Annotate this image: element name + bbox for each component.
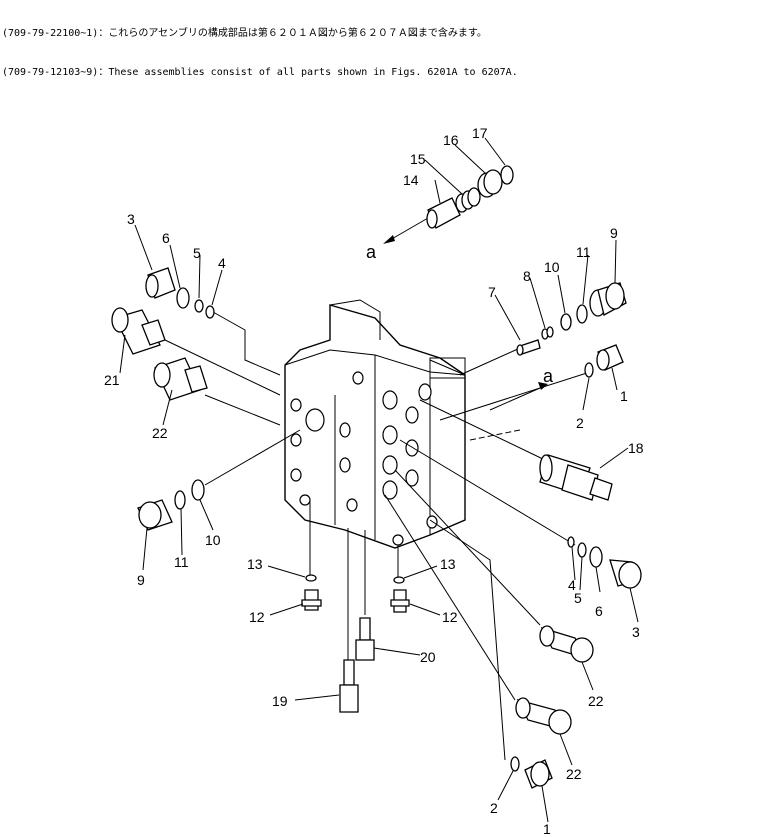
- part-18-valve: [539, 454, 613, 501]
- part-1-plug-upper: [596, 344, 624, 371]
- callout-3-upper: 3: [127, 211, 135, 227]
- part-9-plug-upper: [589, 282, 627, 317]
- callout-22-left: 22: [152, 425, 168, 441]
- part-3-plug-lower: [609, 559, 642, 589]
- callout-11-upper: 11: [576, 244, 591, 260]
- callout-19: 19: [272, 693, 288, 709]
- callout-9-lower: 9: [137, 572, 145, 588]
- part-20-sensor: [355, 617, 375, 661]
- part-4-o-ring-upper: [205, 305, 215, 319]
- arrow-a-label-1: a: [366, 242, 377, 262]
- part-11-ring-lower: [174, 490, 186, 510]
- callout-4-lower: 4: [568, 577, 576, 593]
- callout-22-right-upper: 22: [588, 693, 604, 709]
- part-14-spool: [426, 197, 461, 229]
- callout-5-lower: 5: [574, 590, 582, 606]
- callout-6-lower: 6: [595, 603, 603, 619]
- arrow-a-label-2: a: [543, 366, 554, 386]
- part-17-o-ring: [500, 165, 514, 185]
- part-8-spring-small: [541, 326, 554, 340]
- callout-4-upper: 4: [218, 255, 226, 271]
- part-1-plug-lower: [524, 759, 553, 789]
- part-22-cartridge-right-upper: [539, 625, 594, 663]
- callout-21: 21: [104, 372, 120, 388]
- part-2-o-ring-upper: [584, 362, 594, 378]
- header-line-en: (709-79-12103~9)：These assemblies consis…: [2, 67, 518, 78]
- callout-14: 14: [403, 172, 419, 188]
- arrow-a-upper: a: [366, 217, 429, 262]
- callout-2-lower: 2: [490, 800, 498, 816]
- leader-lines: [164, 311, 591, 761]
- part-21-cartridge: [111, 307, 166, 355]
- part-12-nipple-right: [390, 589, 410, 613]
- callout-2-upper: 2: [576, 415, 584, 431]
- callout-10-lower: 10: [205, 532, 221, 548]
- part-15-spring: [455, 187, 481, 213]
- arrow-a-right: a: [489, 366, 554, 411]
- callout-18: 18: [628, 440, 644, 456]
- callout-13-left: 13: [247, 556, 263, 572]
- part-10-o-ring-upper: [560, 313, 572, 331]
- callout-10-upper: 10: [544, 259, 560, 275]
- valve-body: [284, 299, 466, 549]
- callout-17: 17: [472, 125, 488, 141]
- callout-leaders: [119, 137, 639, 823]
- part-22-cartridge-left: [153, 357, 208, 401]
- part-2-o-ring-lower: [510, 756, 520, 772]
- callout-1-upper: 1: [620, 388, 628, 404]
- callout-11-lower: 11: [174, 554, 189, 570]
- callout-16: 16: [443, 132, 459, 148]
- callout-9-upper: 9: [610, 225, 618, 241]
- part-9-plug-lower: [137, 499, 173, 531]
- callout-15: 15: [410, 151, 426, 167]
- part-4-o-ring-lower: [567, 536, 575, 548]
- part-6-o-ring-upper: [176, 287, 190, 309]
- callout-8: 8: [523, 268, 531, 284]
- part-7-pin: [516, 339, 541, 356]
- callout-20: 20: [420, 649, 436, 665]
- callout-13-right: 13: [440, 556, 456, 572]
- part-3-plug-upper: [145, 267, 176, 299]
- part-6-o-ring-lower: [589, 546, 603, 568]
- part-5-ring-lower: [577, 542, 587, 558]
- part-13-o-ring-left: [305, 574, 317, 582]
- part-13-o-ring-right: [393, 576, 405, 584]
- part-16-plug: [477, 169, 503, 198]
- part-5-ring-upper: [194, 299, 204, 313]
- callout-22-right-lower: 22: [566, 766, 582, 782]
- part-11-ring-upper: [576, 304, 588, 324]
- part-10-o-ring-lower: [191, 479, 205, 501]
- part-22-cartridge-right-lower: [515, 697, 572, 735]
- callout-12-right: 12: [442, 609, 458, 625]
- header-line-jp: (709-79-22100~1)：これらのアセンブリの構成部品は第６２０１Ａ図か…: [2, 28, 487, 39]
- callout-5-upper: 5: [193, 245, 201, 261]
- part-12-nipple-left: [301, 589, 322, 611]
- callout-3-lower: 3: [632, 624, 640, 640]
- part-19-sensor: [339, 659, 359, 713]
- header: (709-79-22100~1)：これらのアセンブリの構成部品は第６２０１Ａ図か…: [2, 1, 518, 92]
- callout-6-upper: 6: [162, 230, 170, 246]
- callout-7: 7: [488, 284, 496, 300]
- callout-1-lower: 1: [543, 821, 551, 837]
- callout-labels: 3 6 5 4 14 15 16 17 7 8 10 11 9 1 2 18 2…: [104, 125, 644, 837]
- callout-12-left: 12: [249, 609, 265, 625]
